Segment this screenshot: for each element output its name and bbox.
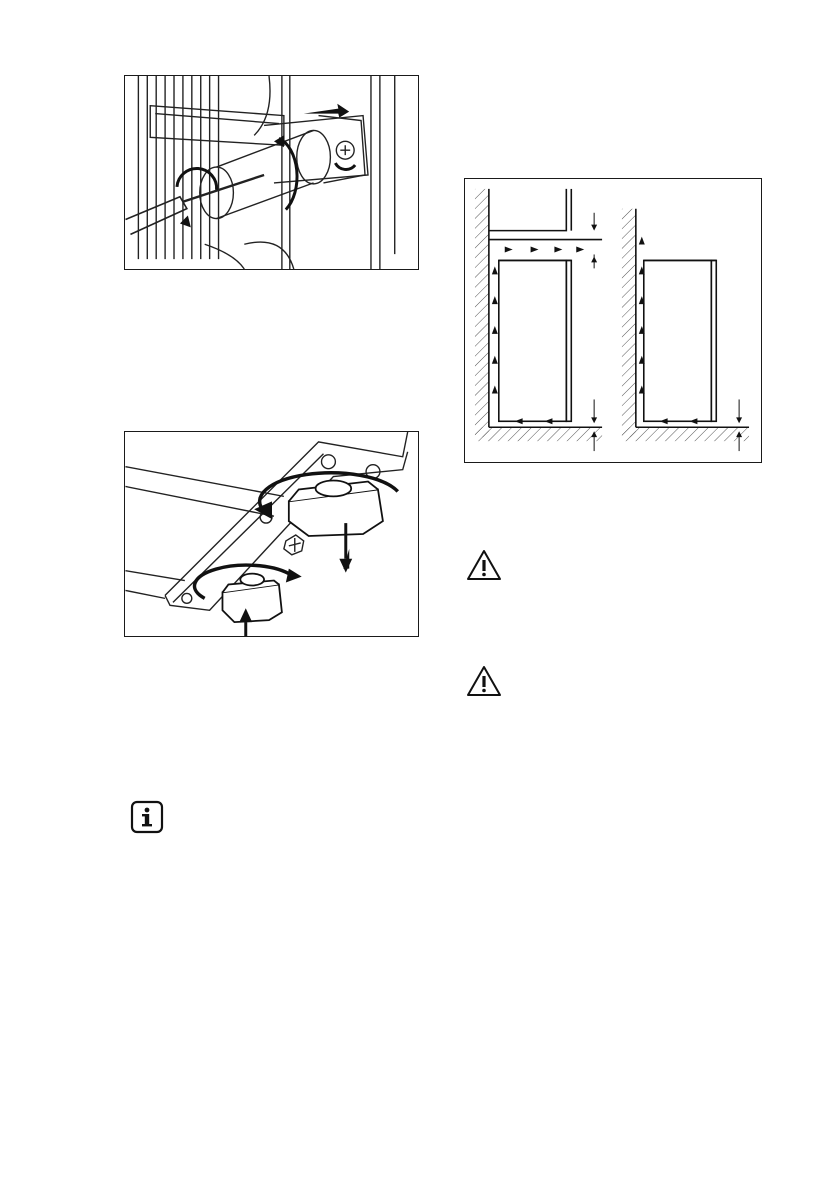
feet-adjust-figure [124,431,419,637]
info-icon [130,800,164,834]
screwdriver-hinge-illustration [125,76,418,269]
ventilation-figure [464,178,762,463]
ventilation-clearance-diagram [465,179,761,462]
warning-icon [466,664,502,698]
hinge-screw-figure [124,75,419,270]
adjustable-feet-illustration [125,432,418,636]
warning-icon [466,548,502,582]
